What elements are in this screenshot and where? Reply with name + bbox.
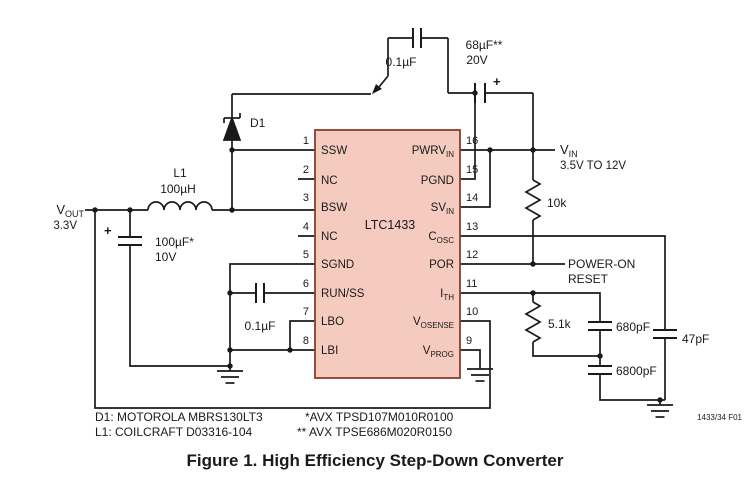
rith-label: 5.1k xyxy=(548,317,572,331)
pin-label: COSC xyxy=(428,231,454,245)
svg-text:RESET: RESET xyxy=(568,272,609,286)
pin-label: VPROG xyxy=(423,345,454,359)
pin-number: 3 xyxy=(303,192,309,204)
vin-value: 3.5V TO 12V xyxy=(560,160,626,172)
capacitor-6800pf-icon xyxy=(588,365,612,375)
cin-voltage: 20V xyxy=(466,53,487,67)
ic-body xyxy=(314,129,461,379)
pin-number: 10 xyxy=(466,306,478,318)
pin-number: 16 xyxy=(466,135,478,147)
svg-text:VOUT: VOUT xyxy=(56,202,84,219)
pin-label: SGND xyxy=(321,259,354,271)
pin-label: ITH xyxy=(440,288,454,302)
capacitor-softstart-icon xyxy=(255,283,265,303)
note-l1: L1: COILCRAFT D03316-104 xyxy=(95,425,253,439)
cith1-label: 680pF xyxy=(616,320,650,334)
pin-number: 2 xyxy=(303,164,309,176)
ic-name: LTC1433 xyxy=(365,218,416,232)
figure-caption: Figure 1. High Efficiency Step-Down Conv… xyxy=(187,451,564,470)
pin-label: NC xyxy=(321,231,338,243)
capacitor-47pf-icon xyxy=(653,329,677,339)
d1-label: D1 xyxy=(250,116,266,130)
cith2-label: 6800pF xyxy=(616,364,657,378)
cout-plus: + xyxy=(104,223,112,238)
vout-label: VOUT 3.3V xyxy=(53,202,84,232)
pin-label: RUN/SS xyxy=(321,288,365,300)
pin-numbers-right: 16 15 14 13 12 11 10 9 xyxy=(466,135,478,347)
figure-ref: 1433/34 F01 xyxy=(697,413,742,422)
pin-label: LBI xyxy=(321,345,338,357)
wires xyxy=(85,37,666,409)
pin-number: 7 xyxy=(303,306,309,318)
pin-number: 14 xyxy=(466,192,478,204)
wire-cosc xyxy=(460,235,666,400)
diode-d1-icon xyxy=(222,113,242,141)
ctop-label: 0.1µF xyxy=(386,55,417,69)
wire-pgnd xyxy=(460,93,476,180)
inductor-l1-icon xyxy=(147,201,213,211)
component-labels: D1 L1 100µH + 100µF* 10V 0.1µF 68µF** 20… xyxy=(104,38,709,378)
rpor-label: 10k xyxy=(547,196,567,210)
note-d1: D1: MOTOROLA MBRS130LT3 xyxy=(95,410,263,424)
connection-arrow-icon xyxy=(372,84,382,94)
pin-number: 1 xyxy=(303,135,309,147)
capacitor-output-icon xyxy=(118,236,142,246)
svg-text:POWER-ON: POWER-ON xyxy=(568,257,635,271)
pin-label: SVIN xyxy=(431,202,455,216)
ground-icon xyxy=(466,363,494,382)
cout-voltage: 10V xyxy=(155,250,176,264)
pin-numbers-left: 1 2 3 4 5 6 7 8 xyxy=(303,135,309,347)
pin-label: POR xyxy=(429,259,454,271)
wire-top-bypass xyxy=(378,37,533,94)
pin-number: 6 xyxy=(303,278,309,290)
wire-ssw-d1 xyxy=(231,93,371,210)
pin-number: 9 xyxy=(466,335,472,347)
l1-label: L1 xyxy=(173,166,187,180)
wire-feedback xyxy=(94,210,491,409)
pin-number: 5 xyxy=(303,249,309,261)
pin-label: PWRVIN xyxy=(412,145,455,159)
wire-svin xyxy=(460,150,491,208)
note-star: *AVX TPSD107M010R0100 xyxy=(305,410,454,424)
pin-label: LBO xyxy=(321,316,344,328)
pin-label: PGND xyxy=(421,175,454,187)
css-label: 0.1µF xyxy=(245,319,276,333)
capacitor-bypass-top-icon xyxy=(412,28,422,48)
pin-label: NC xyxy=(321,175,338,187)
pin-label: BSW xyxy=(321,202,347,214)
pin-number: 15 xyxy=(466,164,478,176)
pin-number: 12 xyxy=(466,249,478,261)
pin-number: 8 xyxy=(303,335,309,347)
por-label: POWER-ON RESET xyxy=(568,257,635,286)
wire-vprog xyxy=(460,349,481,364)
cosc-label: 47pF xyxy=(682,332,709,346)
pin-labels-left: SSW NC BSW NC SGND RUN/SS LBO LBI xyxy=(321,145,365,357)
cin-label: 68µF** xyxy=(466,38,503,52)
vout-value: 3.3V xyxy=(53,220,77,232)
pin-labels-right: PWRVIN PGND SVIN COSC POR ITH VOSENSE VP… xyxy=(412,145,455,359)
wire-lbo-lbi xyxy=(230,320,315,351)
pin-number: 13 xyxy=(466,221,478,233)
resistor-5p1k-icon xyxy=(524,301,542,343)
wire-nc-stubs xyxy=(298,178,315,237)
resistor-10k-icon xyxy=(524,179,542,221)
junction-dots xyxy=(92,90,663,403)
pin-number: 11 xyxy=(466,278,477,290)
note-doublestar: ** AVX TPSE686M020R0150 xyxy=(297,425,452,439)
pin-number: 4 xyxy=(303,221,309,233)
capacitor-680pf-icon xyxy=(588,321,612,331)
pin-label: SSW xyxy=(321,145,347,157)
l1-value: 100µH xyxy=(160,182,196,196)
wire-ith xyxy=(460,292,601,322)
vin-label: VIN 3.5V TO 12V xyxy=(560,142,626,172)
svg-text:VIN: VIN xyxy=(560,142,578,159)
notes: D1: MOTOROLA MBRS130LT3 L1: COILCRAFT D0… xyxy=(95,410,743,439)
wire-sgnd xyxy=(229,263,315,366)
pin-label: VOSENSE xyxy=(413,316,454,330)
wire-comp xyxy=(532,293,665,401)
wire-cout-branch xyxy=(129,210,230,367)
cin-plus: + xyxy=(493,74,501,89)
cout-label: 100µF* xyxy=(155,235,194,249)
